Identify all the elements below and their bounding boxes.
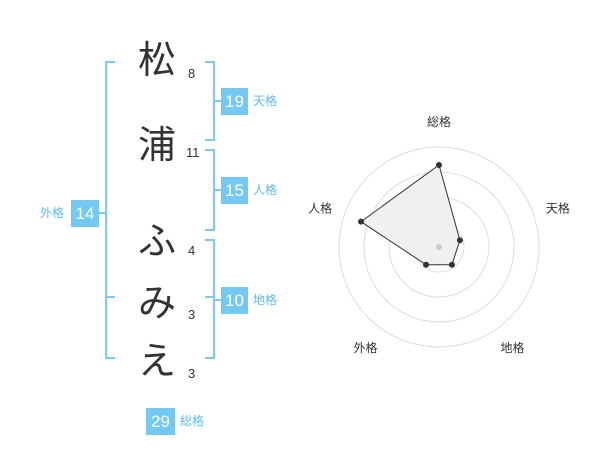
- soukaku-value-badge: 29: [146, 408, 175, 435]
- stroke-count-2: 11: [186, 145, 200, 160]
- jinkaku-connector: [213, 189, 221, 191]
- jinkaku-value-badge: 15: [221, 177, 248, 204]
- radar-point-2: [456, 237, 463, 244]
- chikaku-label: 地格: [253, 293, 278, 307]
- jinkaku-label: 人格: [253, 183, 278, 197]
- radar-axis-label-3: 地格: [500, 340, 524, 355]
- chikaku-bracket-tick: [205, 296, 215, 298]
- name-char-5: え: [137, 339, 176, 383]
- radar-point-3: [448, 261, 455, 268]
- radar-axis-label-2: 天格: [546, 200, 570, 215]
- gaikaku-bracket-tick: [105, 296, 115, 298]
- name-char-2: 浦: [137, 123, 176, 167]
- gaikaku-bracket: [105, 61, 115, 359]
- soukaku-label: 総格: [180, 414, 205, 428]
- radar-center-dot: [436, 244, 442, 250]
- name-char-1: 松: [137, 38, 176, 82]
- stroke-count-4: 3: [188, 307, 196, 322]
- chikaku-connector: [213, 299, 221, 301]
- gaikaku-value-badge: 14: [71, 200, 99, 227]
- gaikaku-label: 外格: [40, 206, 65, 220]
- stroke-count-3: 4: [188, 243, 196, 258]
- gaikaku-connector: [99, 212, 107, 214]
- tenkaku-connector: [213, 100, 221, 102]
- radar-axis-label-5: 人格: [308, 200, 332, 215]
- name-char-4: み: [137, 281, 176, 325]
- tenkaku-value-badge: 19: [221, 88, 248, 115]
- stroke-count-5: 3: [188, 366, 196, 381]
- radar-area: [360, 164, 461, 266]
- chikaku-value-badge: 10: [221, 287, 248, 314]
- name-char-3: ふ: [137, 219, 176, 263]
- radar-point-5: [358, 218, 365, 225]
- radar-point-1: [436, 162, 442, 168]
- radar-ring-4: [338, 146, 540, 348]
- radar-axis-label-1: 総格: [427, 114, 451, 129]
- stroke-count-1: 8: [188, 66, 196, 81]
- radar-axis-label-4: 外格: [354, 340, 378, 355]
- radar-points: [358, 162, 463, 268]
- radar-point-4: [423, 261, 430, 268]
- tenkaku-label: 天格: [253, 94, 278, 108]
